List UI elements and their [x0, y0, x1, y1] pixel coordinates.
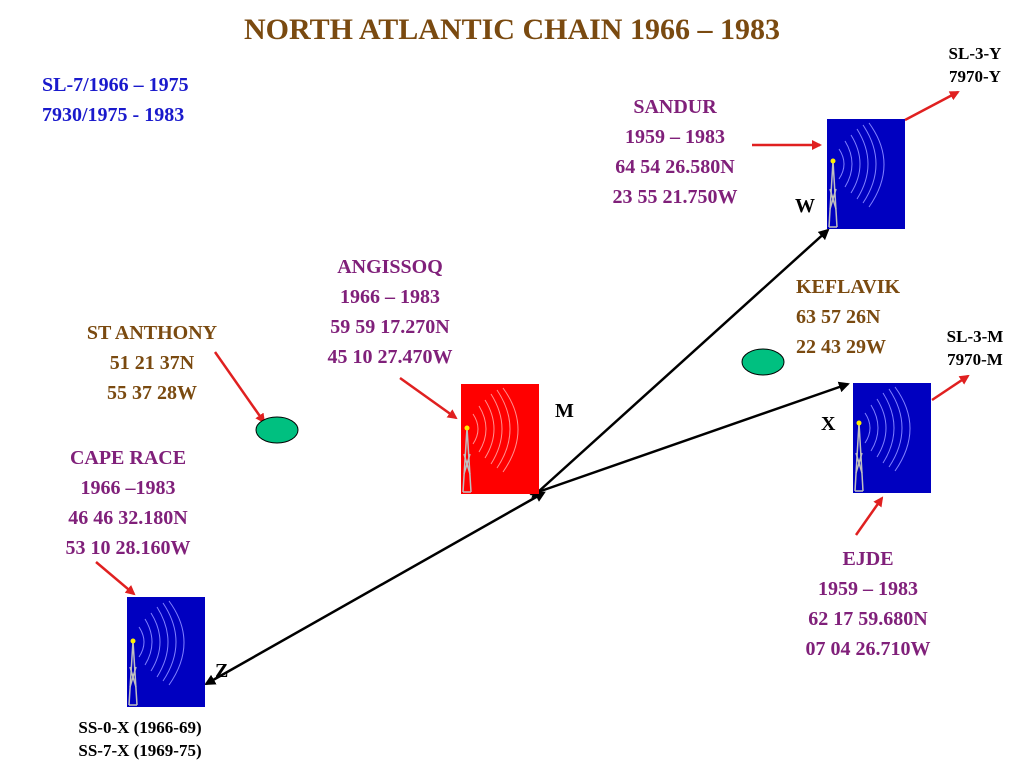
station-ejde-rate: SL-3-M 7970-M	[930, 325, 1020, 371]
station-ejde-label: EJDE 1959 – 1983 62 17 59.680N 07 04 26.…	[778, 544, 958, 664]
page-title: NORTH ATLANTIC CHAIN 1966 – 1983	[244, 13, 780, 46]
arrow-ejde	[854, 496, 884, 536]
radio-tower-icon	[827, 119, 905, 229]
station-designator: Z	[215, 660, 229, 682]
chain-rate-info: SL-7/1966 – 1975 7930/1975 - 1983	[42, 70, 189, 130]
rate-line-2: 7970-M	[947, 350, 1003, 369]
station-years: 1959 – 1983	[625, 126, 725, 148]
chain-rate-line-1: SL-7/1966 – 1975	[42, 74, 189, 96]
station-years: 1966 –1983	[80, 477, 176, 499]
baseline-m-x	[529, 381, 850, 497]
monitor-latitude: 63 57 26N	[796, 306, 881, 328]
baseline-m-z	[204, 491, 546, 686]
station-longitude: 23 55 21.750W	[612, 186, 738, 208]
station-latitude: 62 17 59.680N	[808, 608, 928, 630]
station-name: ANGISSOQ	[337, 256, 443, 278]
station-designator: X	[821, 413, 836, 435]
rate-line-2: SS-7-X (1969-75)	[78, 741, 202, 760]
station-latitude: 59 59 17.270N	[330, 316, 450, 338]
radio-tower-icon	[853, 383, 931, 493]
monitor-name: KEFLAVIK	[796, 276, 901, 298]
station-years: 1959 – 1983	[818, 578, 918, 600]
station-ejde-box	[853, 383, 931, 498]
station-name: CAPE RACE	[69, 447, 187, 469]
station-latitude: 64 54 26.580N	[615, 156, 735, 178]
station-cape-race-label: CAPE RACE 1966 –1983 46 46 32.180N 53 10…	[38, 443, 218, 563]
arrow-sandur-rate	[904, 90, 960, 122]
station-name: EJDE	[842, 548, 894, 570]
arrow-st-anthony	[213, 351, 266, 424]
rate-line-1: SL-3-Y	[948, 44, 1002, 63]
station-years: 1966 – 1983	[340, 286, 440, 308]
station-designator: W	[795, 195, 815, 217]
station-angissoq-box	[461, 384, 539, 499]
radio-tower-icon	[127, 597, 205, 707]
rate-line-1: SS-0-X (1966-69)	[78, 718, 202, 737]
monitor-longitude: 55 37 28W	[107, 382, 197, 404]
station-designator: M	[555, 400, 574, 422]
station-angissoq-label: ANGISSOQ 1966 – 1983 59 59 17.270N 45 10…	[300, 252, 480, 372]
station-longitude: 07 04 26.710W	[805, 638, 931, 660]
monitor-longitude: 22 43 29W	[796, 336, 886, 358]
arrow-angissoq	[399, 376, 458, 420]
arrow-ejde-rate	[931, 374, 970, 402]
station-sandur-label: SANDUR 1959 – 1983 64 54 26.580N 23 55 2…	[590, 92, 760, 212]
station-longitude: 53 10 28.160W	[65, 537, 191, 559]
station-sandur-rate: SL-3-Y 7970-Y	[930, 42, 1020, 88]
arrow-cape-race	[95, 561, 136, 596]
station-longitude: 45 10 27.470W	[327, 346, 453, 368]
rate-line-2: 7970-Y	[949, 67, 1001, 86]
chain-rate-line-2: 7930/1975 - 1983	[42, 104, 185, 126]
station-cape-race-box	[127, 597, 205, 712]
monitor-keflavik-label: KEFLAVIK 63 57 26N 22 43 29W	[796, 272, 900, 362]
monitor-st-anthony-label: ST ANTHONY 51 21 37N 55 37 28W	[62, 318, 242, 408]
station-name: SANDUR	[633, 96, 717, 118]
station-sandur-box	[827, 119, 905, 234]
monitor-name: ST ANTHONY	[86, 322, 218, 344]
monitor-site-icon	[255, 416, 299, 444]
baseline-m-w	[531, 228, 830, 499]
rate-line-1: SL-3-M	[946, 327, 1004, 346]
station-cape-race-rate: SS-0-X (1966-69) SS-7-X (1969-75)	[50, 716, 230, 762]
station-latitude: 46 46 32.180N	[68, 507, 188, 529]
monitor-latitude: 51 21 37N	[109, 352, 195, 374]
radio-tower-icon	[461, 384, 539, 494]
monitor-site-icon	[741, 348, 785, 376]
